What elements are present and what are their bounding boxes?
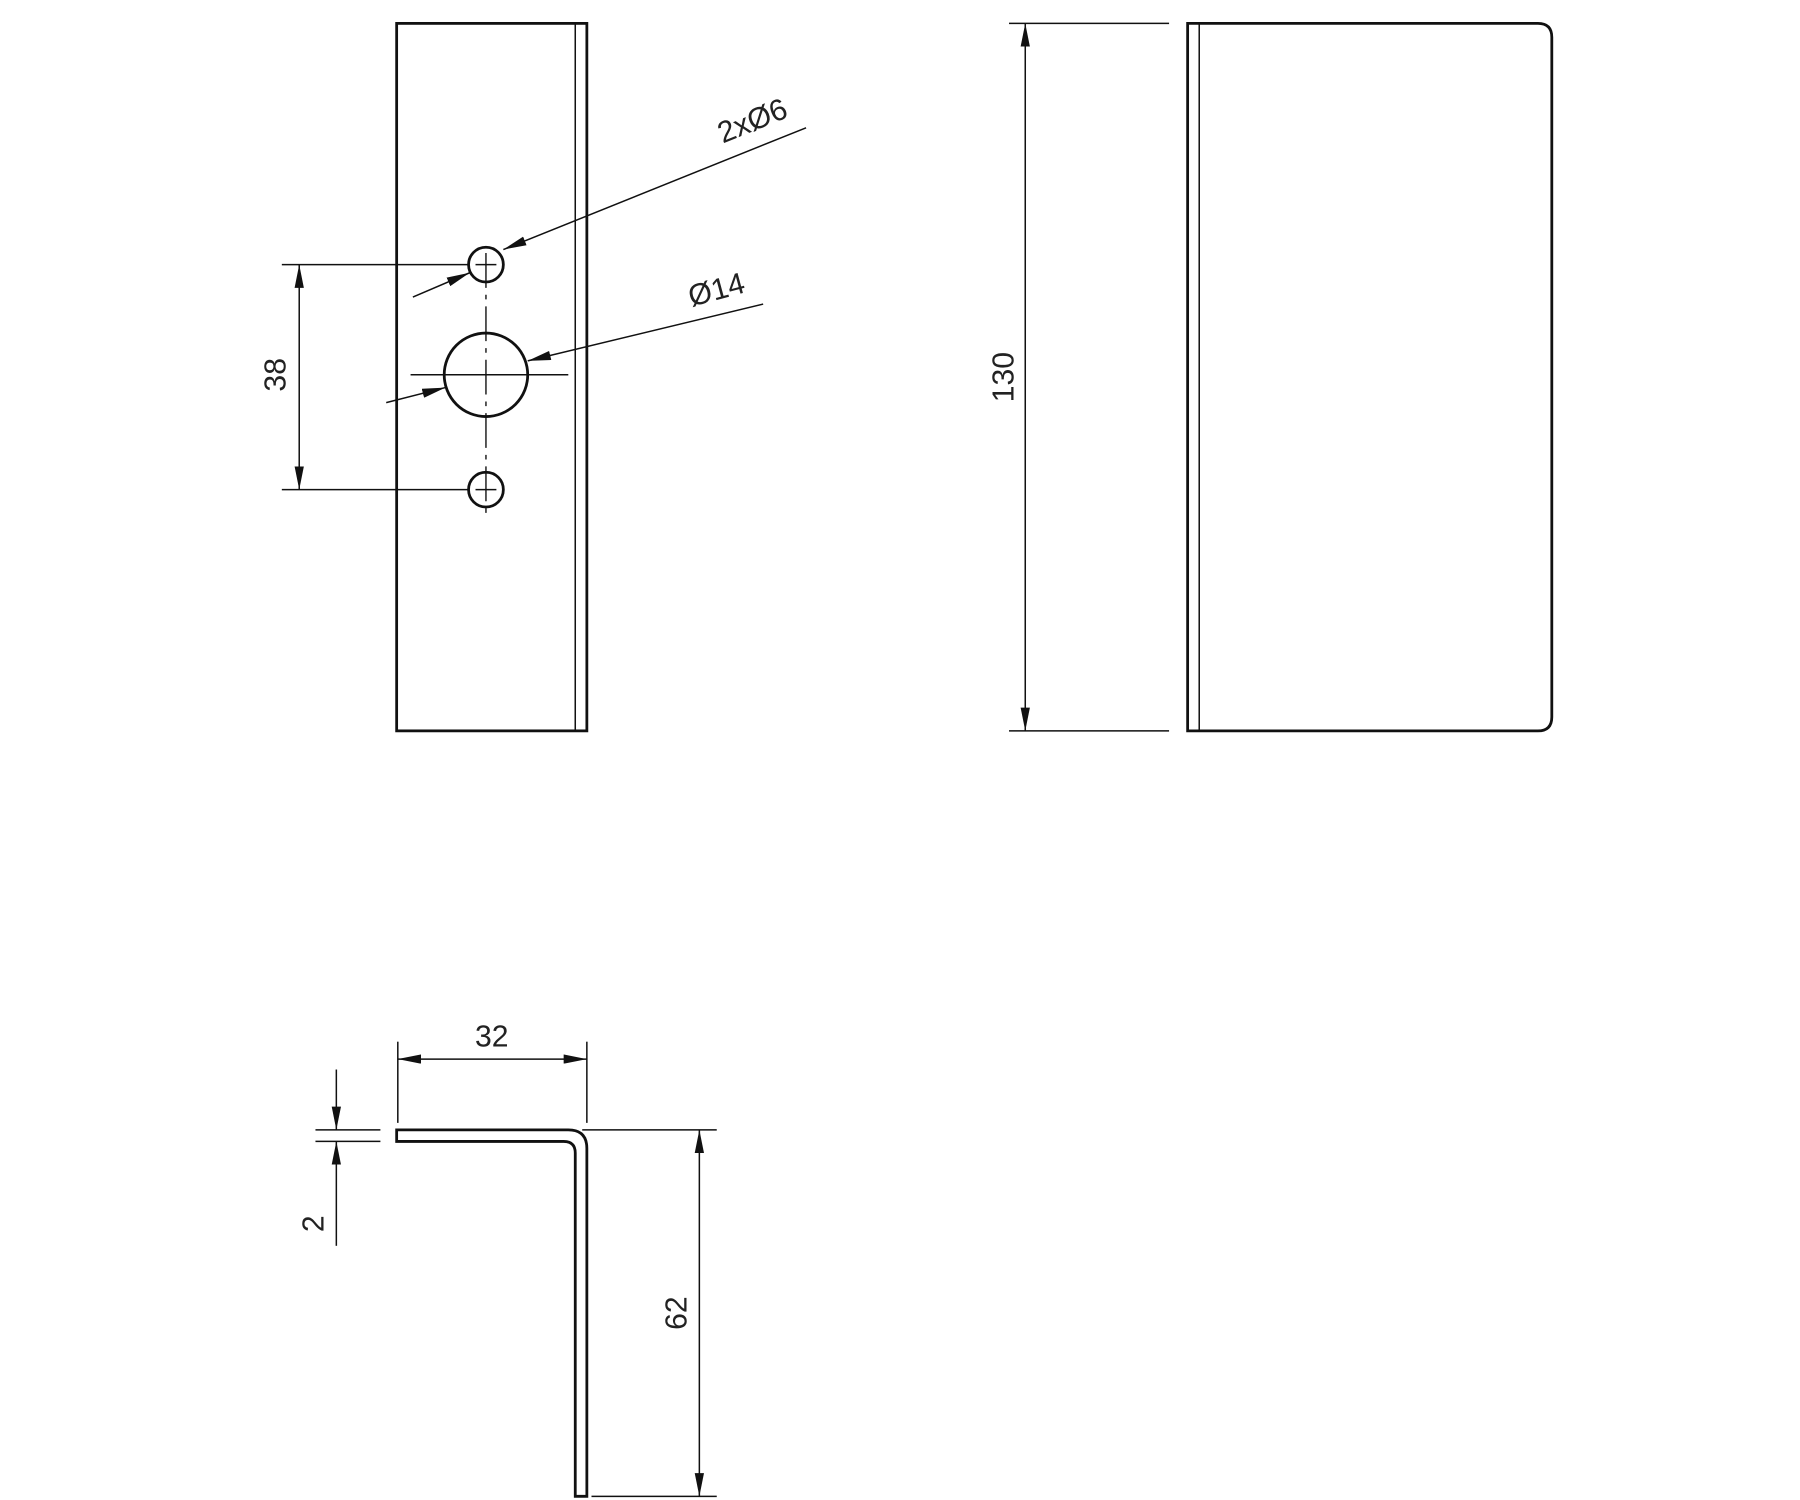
plate-outline [395,21,589,733]
leader-small-holes [503,127,807,251]
dimension-height: 130 [988,352,1021,402]
side-outline [1186,21,1554,733]
leader-large-hole [527,303,764,362]
l-profile [395,1128,589,1498]
dimension-flange-width: 32 [475,1020,509,1053]
leader-large-hole-tail [386,386,446,404]
dimension-thickness: 2 [298,1215,331,1232]
dimension-small-holes: 2xØ6 [713,92,792,150]
dimension-hole-spacing: 38 [259,358,292,392]
front-view: 38 2xØ6 Ø14 [259,21,807,733]
leader-small-holes-tail [412,272,471,298]
dimension-large-hole: Ø14 [685,267,749,314]
dimension-leg-height: 62 [661,1296,694,1330]
profile-view: 32 62 2 [298,1020,717,1498]
side-view: 130 [988,21,1554,733]
